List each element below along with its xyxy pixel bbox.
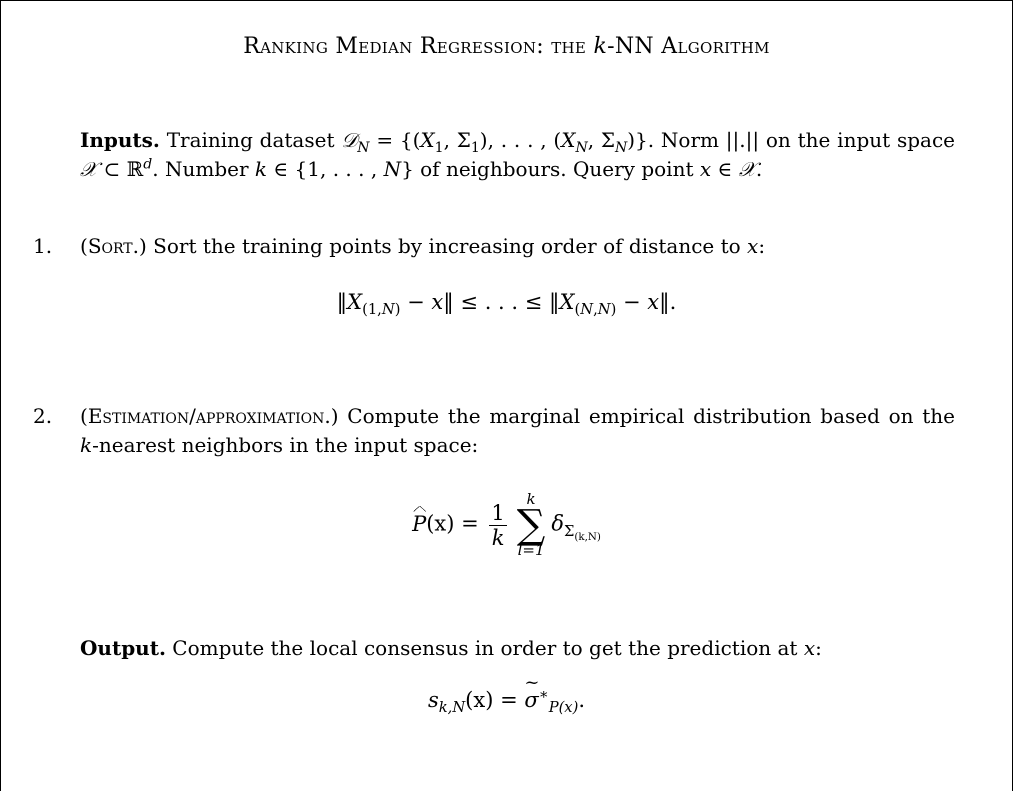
- space-symbol-2: 𝒳: [738, 157, 756, 181]
- sum-lower: l=1: [517, 541, 545, 559]
- frac-den: k: [491, 525, 505, 550]
- range-text: ∈ {1, . . . , N} of neighbours. Query po…: [267, 157, 700, 181]
- step-2-number: 2.: [33, 404, 53, 428]
- step-1-number: 1.: [33, 234, 53, 258]
- step-2: 2. (Estimation/approximation.) Compute t…: [33, 402, 955, 457]
- step-1-end: :: [758, 234, 766, 258]
- step-1: 1. (Sort.) Sort the training points by i…: [33, 232, 955, 261]
- dataset-symbol: 𝒟: [341, 128, 358, 152]
- s-arg: (x) =: [465, 688, 525, 712]
- sum-upper: k: [526, 490, 536, 508]
- num-text: . Number: [152, 157, 255, 181]
- output-x: x: [803, 636, 816, 660]
- output-eq-end: .: [578, 688, 586, 712]
- step-2-text: Compute the marginal empirical distribut…: [338, 404, 955, 428]
- inputs-end: .: [755, 157, 763, 181]
- algorithm-title: Ranking Median Regression: the k-NN Algo…: [0, 34, 1013, 59]
- dataset-sub: N: [357, 140, 370, 156]
- delta-subsub: (k,N): [574, 530, 601, 543]
- step-1-label: Sort.: [87, 234, 139, 258]
- p-hat: P: [412, 511, 427, 536]
- inputs-text-1: Training dataset: [159, 128, 342, 152]
- output-equation: sk,N(x) = σ∗P(x).: [0, 672, 1013, 715]
- delta: δ: [551, 511, 564, 536]
- title-suffix: -NN Algorithm: [607, 34, 770, 59]
- s-symbol: s: [427, 688, 439, 712]
- sigma-tilde: σ: [524, 672, 539, 712]
- step-2-body: (Estimation/approximation.) Compute the …: [80, 404, 955, 457]
- norm-text: . Norm ||.|| on the input space: [647, 128, 955, 152]
- output-paragraph: Output. Compute the local consensus in o…: [80, 634, 955, 663]
- p-hat-arg: (x) =: [426, 511, 486, 536]
- inputs-paragraph: Inputs. Training dataset 𝒟N = {(X1, Σ1),…: [80, 126, 955, 184]
- inputs-k: k: [254, 157, 268, 181]
- sigma-star: ∗: [538, 686, 549, 703]
- title-prefix: Ranking Median Regression: the: [243, 34, 594, 59]
- output-label: Output.: [80, 636, 166, 660]
- step-1-equation: ‖X(1,N) − x‖ ≤ . . . ≤ ‖X(N,N) − x‖.: [336, 290, 677, 319]
- step-2-k: k: [80, 433, 93, 457]
- subset-text: ⊂ ℝ: [97, 157, 144, 181]
- in-text: ∈: [711, 157, 739, 181]
- step-1-text: Sort the training points by increasing o…: [146, 234, 748, 258]
- output-text: Compute the local consensus in order to …: [165, 636, 804, 660]
- output-end: :: [815, 636, 822, 660]
- space-symbol: 𝒳: [80, 157, 98, 181]
- dataset-def: = {(X1, Σ1), . . . , (XN, ΣN)}: [369, 128, 648, 156]
- title-k: k: [593, 34, 608, 59]
- sum-operator: k∑l=1: [516, 490, 546, 559]
- step-1-body: (Sort.) Sort the training points by incr…: [80, 234, 766, 258]
- step-2-label: Estimation/approximation.: [87, 404, 331, 428]
- delta-sub: Σ: [564, 522, 575, 540]
- step-1-x: x: [747, 234, 759, 258]
- dim: d: [143, 156, 153, 173]
- inputs-x: x: [699, 157, 712, 181]
- frac-num: 1: [489, 500, 507, 526]
- inputs-label: Inputs.: [80, 128, 160, 152]
- sigma-sub: P(x): [548, 699, 579, 717]
- step-2-text-2: -nearest neighbors in the input space:: [92, 433, 479, 457]
- s-sub: k,N: [438, 699, 466, 717]
